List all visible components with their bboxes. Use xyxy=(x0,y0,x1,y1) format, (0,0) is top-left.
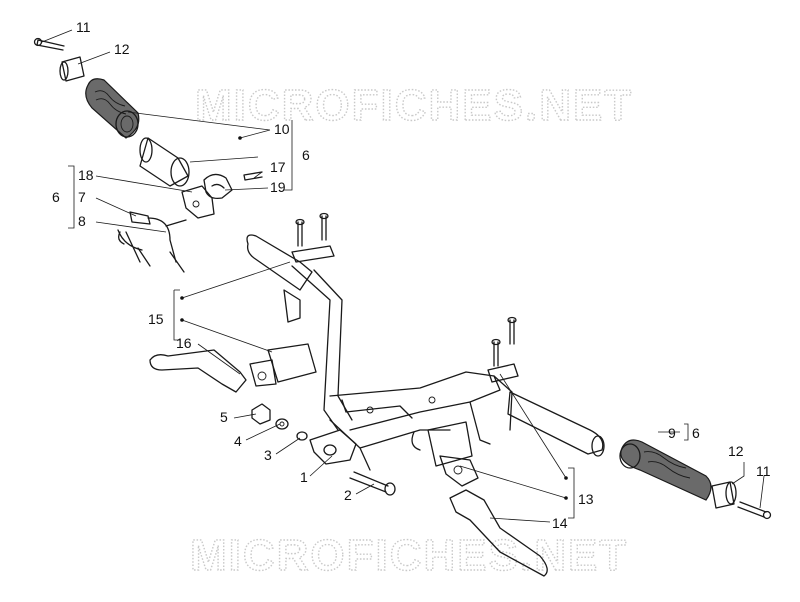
callout-12: 12 xyxy=(728,443,744,459)
callout-3: 3 xyxy=(264,447,272,463)
callout-13: 13 xyxy=(578,491,594,507)
callout-17: 17 xyxy=(270,159,286,175)
callout-4: 4 xyxy=(234,433,242,449)
nut-5 xyxy=(251,403,271,425)
callout-10: 10 xyxy=(274,121,290,137)
bracket-1 xyxy=(309,429,357,465)
callout-16: 16 xyxy=(176,335,192,351)
bolt-2 xyxy=(349,471,396,496)
callout-8: 8 xyxy=(78,213,86,229)
watermark-top: MICROFICHES.NET xyxy=(195,81,633,130)
switch-7 xyxy=(129,211,151,225)
callout-7: 7 xyxy=(78,189,86,205)
callout-11: 11 xyxy=(76,19,91,35)
leader-lines xyxy=(41,29,765,523)
bar-end-screw-left xyxy=(33,37,65,51)
bar-end-screw-right xyxy=(737,501,772,520)
brake-lever-right xyxy=(449,489,548,577)
handlebar-grip-right xyxy=(619,439,712,501)
callout-6: 6 xyxy=(302,147,310,163)
callout-2: 2 xyxy=(344,487,352,503)
callout-18: 18 xyxy=(78,167,94,183)
callouts: 11 12 10 6 17 19 18 7 6 8 15 16 5 4 3 1 … xyxy=(52,19,771,531)
callout-1: 1 xyxy=(300,469,308,485)
throttle-tube xyxy=(139,137,190,187)
clamp-screws-left xyxy=(291,212,335,263)
washer-4 xyxy=(275,418,289,430)
cable-8 xyxy=(117,217,187,273)
washer-3 xyxy=(296,431,308,441)
brake-lever-left xyxy=(149,349,247,393)
callout-15: 15 xyxy=(148,311,164,327)
callout-11: 11 xyxy=(756,463,771,479)
watermark-bottom: MICROFICHES.NET xyxy=(190,531,628,580)
clamp-screws-right xyxy=(487,316,519,383)
throttle-housing-18 xyxy=(181,185,215,219)
leader-dots xyxy=(180,136,568,500)
callout-6: 6 xyxy=(692,425,700,441)
master-cylinder-left xyxy=(249,343,317,387)
handlebar-grip-left xyxy=(85,78,140,139)
callout-5: 5 xyxy=(220,409,228,425)
handlebar-frame xyxy=(246,234,605,471)
callout-9: 9 xyxy=(668,425,676,441)
bar-end-weight-right xyxy=(711,481,737,509)
callout-14: 14 xyxy=(552,515,568,531)
callout-6: 6 xyxy=(52,189,60,205)
screw-17 xyxy=(243,171,263,181)
master-cylinder-right xyxy=(427,421,479,487)
callout-19: 19 xyxy=(270,179,286,195)
throttle-housing-19 xyxy=(203,173,233,200)
callout-12: 12 xyxy=(114,41,130,57)
bar-end-weight-left xyxy=(59,56,85,82)
